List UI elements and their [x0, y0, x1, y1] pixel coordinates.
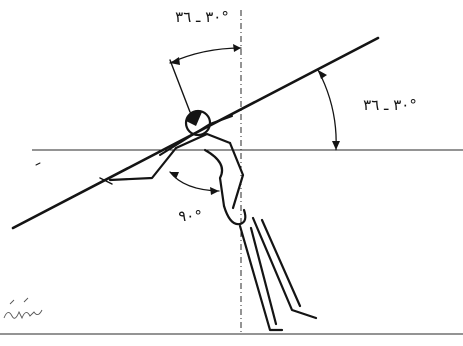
- athlete-leg-back: [238, 224, 284, 332]
- athlete-throwing-arm: [108, 146, 178, 182]
- corner-scribble: اخر ذكي: [3, 297, 43, 335]
- athlete-back: [228, 141, 245, 210]
- corner-scribble-text: اخر ذكي: [4, 325, 36, 335]
- head-hair: [186, 111, 202, 126]
- body-lean-line: [169, 59, 191, 113]
- angle-arc-top: [169, 47, 242, 64]
- athlete-leg-front-inner: [260, 218, 302, 308]
- athlete-shoulders: [174, 132, 232, 150]
- tick-mark: [35, 162, 41, 166]
- athlete-leg-front: [251, 216, 318, 320]
- angle-arc-right-arrow-bottom: [332, 141, 340, 150]
- athlete-front-torso: [203, 148, 226, 208]
- angle-arc-elbow-arrow: [210, 187, 219, 195]
- angle-arc-top-arrow-left: [170, 57, 180, 65]
- angle-arc-elbow-arrow-start: [170, 172, 179, 179]
- javelin-tip-mark: [99, 177, 113, 185]
- angle-arc-top-arrow-right: [233, 44, 241, 52]
- angle-arc-right: [317, 69, 337, 151]
- angle-label-right: ٣٠ ـ ٣٦°: [363, 96, 417, 114]
- angle-label-elbow: ٩٠°: [178, 207, 202, 225]
- angle-arc-right-arrow-top: [318, 70, 327, 79]
- angle-label-top: ٣٠ ـ ٣٦°: [175, 8, 229, 26]
- athlete-leg-back-inner: [249, 226, 278, 326]
- athlete-leading-arm: [159, 115, 233, 156]
- athlete-hip: [222, 204, 247, 226]
